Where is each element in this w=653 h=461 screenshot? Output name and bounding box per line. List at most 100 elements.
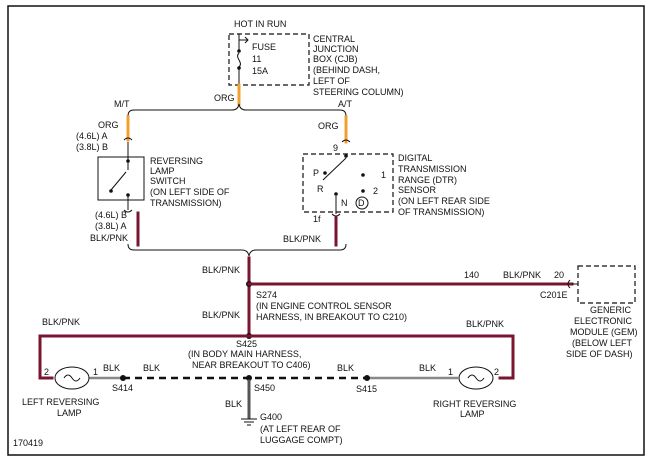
label-s425-1: (IN BODY MAIN HARNESS, (188, 349, 301, 359)
cjb-arrow (239, 36, 249, 44)
fuse-terminal-bottom (237, 66, 241, 70)
label-blkpnk-left: BLK/PNK (42, 317, 80, 327)
label-cjb-5: LEFT OF (313, 76, 350, 86)
label-dtr-2: TRANSMISSION (398, 164, 467, 174)
label-s414: S414 (112, 383, 133, 393)
bracket-split-top (127, 103, 347, 117)
label-rls-1: REVERSING (150, 156, 203, 166)
label-g400-2: LUGGAGE COMPT) (260, 435, 343, 445)
label-blkpnk-mt: BLK/PNK (90, 233, 128, 243)
label-blk-4: BLK (419, 363, 436, 373)
rls-switch-arm (110, 171, 127, 191)
label-hot-in-run: HOT IN RUN (234, 19, 286, 29)
label-at: A/T (338, 99, 353, 109)
label-mt: M/T (114, 99, 130, 109)
label-cjb-1: CENTRAL (313, 34, 355, 44)
label-pin-9: 9 (333, 143, 338, 153)
bracket-join-bottom (127, 243, 347, 257)
label-s450: S450 (254, 383, 275, 393)
rls-contact-top (126, 159, 130, 163)
label-cjb-6: STEERING COLUMN) (313, 87, 404, 97)
label-gem-5: SIDE OF DASH) (566, 349, 633, 359)
splice-s414 (120, 375, 126, 381)
cjb-box (228, 33, 310, 86)
connector-at-top (341, 139, 351, 143)
right-lamp-filament (467, 374, 485, 382)
label-rls-3: SWITCH (150, 176, 186, 186)
label-right-pin2: 2 (494, 367, 499, 377)
label-blkpnk-right: BLK/PNK (466, 319, 504, 329)
label-dtr-p: P (313, 168, 319, 178)
dtr-contact-1 (361, 173, 365, 177)
label-blk-2: BLK (143, 363, 160, 373)
label-left-lamp-1: LEFT REVERSING (22, 397, 99, 407)
label-fuse-num: 11 (252, 54, 261, 64)
label-left-pin1: 1 (93, 367, 98, 377)
label-blk-ground: BLK (225, 399, 242, 409)
label-right-lamp-1: RIGHT REVERSING (433, 399, 516, 409)
label-fuse: FUSE (252, 42, 276, 52)
left-lamp-filament (63, 374, 81, 382)
label-dtr-r: R (317, 184, 324, 194)
label-mt-a-38: (3.8L) A (95, 221, 127, 231)
label-blkpnk-s274: BLK/PNK (202, 265, 240, 275)
label-org-mt: ORG (98, 120, 119, 130)
connector-mt-bottom (123, 209, 133, 213)
label-s425-2: NEAR BREAKOUT TO C406) (192, 360, 311, 370)
label-dtr-4: SENSOR (398, 185, 437, 195)
label-dtr-1: DIGITAL (398, 153, 432, 163)
label-left-lamp-2: LAMP (57, 408, 82, 418)
label-org-at: ORG (318, 121, 339, 131)
fuse-terminal-top (237, 49, 241, 53)
label-dtr-n: N (341, 198, 348, 208)
label-dtr-1pin: 1 (381, 170, 386, 180)
rls-contact-b (126, 193, 130, 197)
label-dtr-d: D (358, 198, 365, 208)
label-blkpnk-center: BLK/PNK (202, 310, 240, 320)
label-cjb-2: JUNCTION (313, 44, 359, 54)
wire-blkpnk-right (247, 334, 515, 380)
dtr-p-contact (323, 171, 327, 175)
connector-mt-top (123, 137, 133, 141)
wire-blkpnk-left (38, 334, 251, 380)
label-g400-1: (AT LEFT REAR OF (260, 424, 341, 434)
label-gem-4: (BELOW LEFT (572, 338, 633, 348)
dtr-contact-2 (361, 189, 365, 193)
label-blk-3: BLK (337, 363, 354, 373)
label-mt-a-46: (4.6L) A (76, 131, 108, 141)
label-dtr-6: OF TRANSMISSION) (398, 207, 484, 217)
dtr-sensor-box (302, 153, 394, 213)
label-blk-1: BLK (103, 363, 120, 373)
label-s415: S415 (356, 384, 377, 394)
dtr-contact-top (344, 154, 348, 158)
label-dtr-3: RANGE (DTR) (398, 175, 457, 185)
label-dtr-2pin: 2 (373, 186, 378, 196)
label-pin-1f: 1f (313, 214, 321, 224)
label-right-lamp-2: LAMP (460, 409, 485, 419)
label-left-pin2: 2 (44, 367, 49, 377)
label-140: 140 (464, 270, 479, 280)
dtr-r-contact (334, 192, 338, 196)
label-rls-5: TRANSMISSION) (150, 198, 222, 208)
label-s274-2: HARNESS, IN BREAKOUT TO C210) (256, 312, 407, 322)
connector-c201e (567, 279, 571, 289)
label-gem-2: ELECTRONIC (574, 316, 633, 326)
dtr-d-circle (355, 196, 369, 210)
label-rls-2: LAMP (150, 166, 175, 176)
label-c201e: C201E (540, 290, 568, 300)
gem-box (577, 265, 636, 304)
rls-contact-bottom (109, 189, 113, 193)
label-s274-1: (IN ENGINE CONTROL SENSOR (256, 301, 392, 311)
splice-s415 (364, 375, 370, 381)
label-right-pin1: 1 (448, 367, 453, 377)
label-gem-1: GENERIC (590, 305, 632, 315)
label-mt-b-46: (4.6L) B (95, 210, 127, 220)
label-s274: S274 (256, 290, 277, 300)
label-g400: G400 (260, 412, 282, 422)
diagram-border (7, 5, 645, 456)
dtr-arm (322, 157, 347, 181)
label-pin-20: 20 (554, 270, 564, 280)
label-s425: S425 (236, 339, 257, 349)
label-mt-b-38: (3.8L) B (76, 142, 108, 152)
